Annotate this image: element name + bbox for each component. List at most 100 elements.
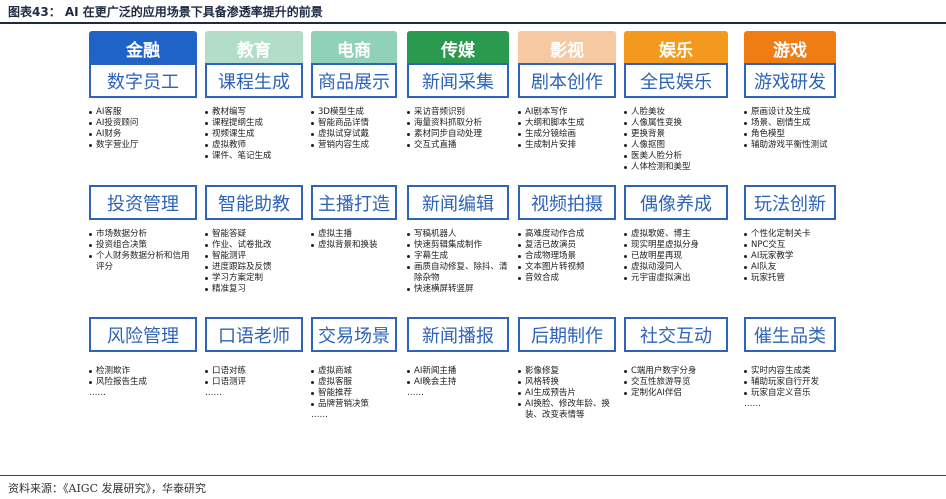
column-header: 教育 xyxy=(205,31,303,66)
scenario-item: 智能推荐 xyxy=(311,388,397,399)
scenario-item: 人像属性变换 xyxy=(624,118,728,129)
scenario-item: 现实明星虚拟分身 xyxy=(624,240,728,251)
scenario-box: 新闻播报 xyxy=(407,317,509,352)
scenario-item: 口语对练 xyxy=(205,366,303,377)
scenario-list: C端用户数字分身交互性旅游导览定制化AI伴侣 xyxy=(624,366,728,399)
scenario-item: 交互式直播 xyxy=(407,140,509,151)
scenario-item: NPC交互 xyxy=(744,240,836,251)
scenario-item: 辅助玩家自行开发 xyxy=(744,377,836,388)
scenario-list: 实时内容生成类辅助玩家自行开发玩家自定义音乐…… xyxy=(744,366,836,410)
scenario-item: 高难度动作合成 xyxy=(518,229,616,240)
scenario-item: 智能答疑 xyxy=(205,229,303,240)
scenario-item: 医美人脸分析 xyxy=(624,151,728,162)
scenario-item: 数字营业厅 xyxy=(89,140,197,151)
scenario-item: AI换脸、修改年龄、换装、改变表情等 xyxy=(518,399,616,421)
scenario-item: 影像修复 xyxy=(518,366,616,377)
scenario-item: 人像抠图 xyxy=(624,140,728,151)
scenario-item: 生成制片安排 xyxy=(518,140,616,151)
scenario-item: 风格转换 xyxy=(518,377,616,388)
scenario-item: AI晚会主持 xyxy=(407,377,509,388)
scenario-box: 后期制作 xyxy=(518,317,616,352)
scenario-item: AI投资顾问 xyxy=(89,118,197,129)
scenario-item: …… xyxy=(205,388,222,398)
scenario-item: 进度跟踪及反馈 xyxy=(205,262,303,273)
scenario-item: C端用户数字分身 xyxy=(624,366,728,377)
column-education: 教育课程生成教材编写课程提纲生成视频课生成虚拟教师课件、笔记生成智能助教智能答疑… xyxy=(205,31,303,398)
scenario-item: AI剧本写作 xyxy=(518,107,616,118)
scenario-box: 投资管理 xyxy=(89,185,197,220)
column-gaming: 游戏游戏研发原画设计及生成场景、剧情生成角色模型辅助游戏平衡性测试玩法创新个性化… xyxy=(744,31,836,409)
scenario-item: 玩家托管 xyxy=(744,273,836,284)
scenario-item: 人体检测和美型 xyxy=(624,162,728,173)
scenario-item: 已故明星再现 xyxy=(624,251,728,262)
scenario-item: …… xyxy=(89,388,106,398)
scenario-item: AI新闻主播 xyxy=(407,366,509,377)
column-entertainment: 娱乐全民娱乐人脸美妆人像属性变换更换背景人像抠图医美人脸分析人体检测和美型偶像养… xyxy=(624,31,728,398)
scenario-list: 智能答疑作业、试卷批改智能测评进度跟踪及反馈学习方案定制精准复习 xyxy=(205,229,303,295)
scenario-box: 新闻采集 xyxy=(407,63,509,98)
scenario-box: 数字员工 xyxy=(89,63,197,98)
scenario-item: 智能测评 xyxy=(205,251,303,262)
scenario-item: 交互性旅游导览 xyxy=(624,377,728,388)
scenario-item: 虚拟教师 xyxy=(205,140,303,151)
scenario-item: 字幕生成 xyxy=(407,251,509,262)
scenario-item: 课件、笔记生成 xyxy=(205,151,303,162)
scenario-item: 个性化定制关卡 xyxy=(744,229,836,240)
scenario-item: 风险报告生成 xyxy=(89,377,197,388)
scenario-item: 元宇宙虚拟演出 xyxy=(624,273,728,284)
scenario-item: 大纲和脚本生成 xyxy=(518,118,616,129)
scenario-item: 营销内容生成 xyxy=(311,140,397,151)
scenario-item: AI财务 xyxy=(89,129,197,140)
scenario-item: 快速剪辑集成制作 xyxy=(407,240,509,251)
column-media: 传媒新闻采集采访音频识别海量资料抓取分析素材同步自动处理交互式直播新闻编辑写稿机… xyxy=(407,31,509,398)
scenario-item: AI队友 xyxy=(744,262,836,273)
scenario-item: 投资组合决策 xyxy=(89,240,197,251)
bottom-divider xyxy=(0,475,946,476)
scenario-item: 角色模型 xyxy=(744,129,836,140)
scenario-box: 剧本创作 xyxy=(518,63,616,98)
scenario-list: 人脸美妆人像属性变换更换背景人像抠图医美人脸分析人体检测和美型 xyxy=(624,107,728,173)
scenario-box: 新闻编辑 xyxy=(407,185,509,220)
scenario-box: 催生品类 xyxy=(744,317,836,352)
top-divider xyxy=(0,22,946,24)
scenario-list: 检测欺诈风险报告生成…… xyxy=(89,366,197,399)
scenario-item: 玩家自定义音乐 xyxy=(744,388,836,399)
scenario-list: 教材编写课程提纲生成视频课生成虚拟教师课件、笔记生成 xyxy=(205,107,303,162)
scenario-item: AI客服 xyxy=(89,107,197,118)
scenario-item: 画质自动修复、除抖、清除杂物 xyxy=(407,262,509,284)
scenario-item: 原画设计及生成 xyxy=(744,107,836,118)
source-note: 资料来源：《AIGC 发展研究》，华泰研究 xyxy=(8,482,206,495)
scenario-list: 采访音频识别海量资料抓取分析素材同步自动处理交互式直播 xyxy=(407,107,509,151)
scenario-item: 课程提纲生成 xyxy=(205,118,303,129)
scenario-list: 市场数据分析投资组合决策个人财务数据分析和信用评分 xyxy=(89,229,197,273)
scenario-item: 更换背景 xyxy=(624,129,728,140)
scenario-item: 品牌营销决策 xyxy=(311,399,397,410)
scenario-item: AI生成预告片 xyxy=(518,388,616,399)
scenario-list: 虚拟主播虚拟背景和换装 xyxy=(311,229,397,251)
column-header: 金融 xyxy=(89,31,197,66)
scenario-item: …… xyxy=(407,388,424,398)
scenario-item: 虚拟歌姬、博主 xyxy=(624,229,728,240)
scenario-box: 游戏研发 xyxy=(744,63,836,98)
scenario-item: 口语测评 xyxy=(205,377,303,388)
scenario-item: 生成分镜绘画 xyxy=(518,129,616,140)
scenario-item: 智能商品详情 xyxy=(311,118,397,129)
scenario-list: 虚拟商城虚拟客服智能推荐品牌营销决策…… xyxy=(311,366,397,421)
scenario-item: 采访音频识别 xyxy=(407,107,509,118)
scenario-box: 智能助教 xyxy=(205,185,303,220)
scenario-item: 快速横屏转竖屏 xyxy=(407,284,509,295)
scenario-item: 检测欺诈 xyxy=(89,366,197,377)
scenario-list: 原画设计及生成场景、剧情生成角色模型辅助游戏平衡性测试 xyxy=(744,107,836,151)
scenario-item: AI玩家教学 xyxy=(744,251,836,262)
scenario-item: 虚拟背景和换装 xyxy=(311,240,397,251)
scenario-item: 人脸美妆 xyxy=(624,107,728,118)
scenario-list: 3D模型生成智能商品详情虚拟试穿试戴营销内容生成 xyxy=(311,107,397,151)
scenario-item: 虚拟动漫同人 xyxy=(624,262,728,273)
column-header: 电商 xyxy=(311,31,397,66)
scenario-box: 口语老师 xyxy=(205,317,303,352)
scenario-item: 虚拟商城 xyxy=(311,366,397,377)
scenario-item: 素材同步自动处理 xyxy=(407,129,509,140)
